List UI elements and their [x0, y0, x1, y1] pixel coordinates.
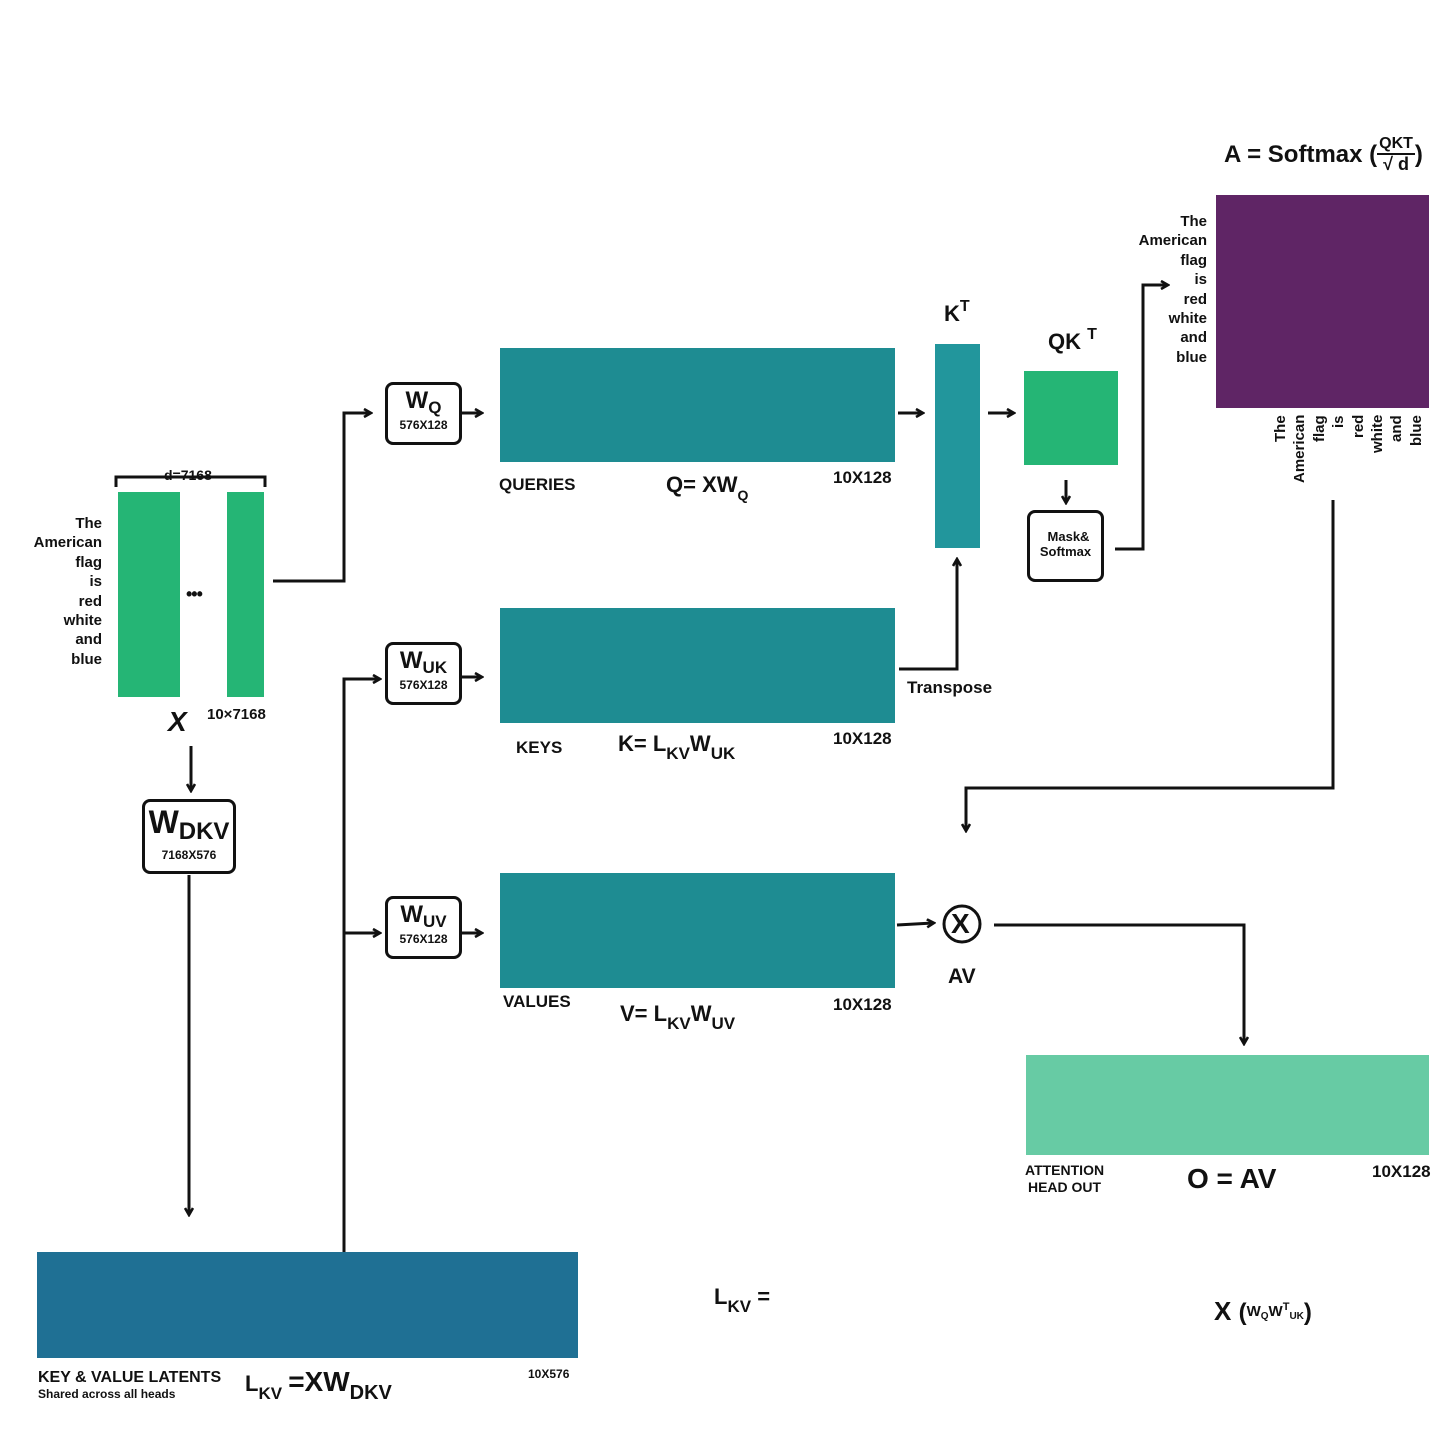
token-label: flag — [1180, 251, 1207, 269]
multiply-circle — [942, 904, 982, 944]
attention-formula: A = Softmax (QKT√ d) — [1224, 135, 1423, 174]
av-label: AV — [948, 965, 976, 988]
wuv-dims: 576X128 — [399, 932, 448, 946]
wq-sub: Q — [428, 398, 442, 417]
wq-main: W — [405, 387, 429, 414]
transpose-label: Transpose — [907, 678, 993, 697]
keys-label: KEYS — [516, 738, 563, 757]
queries-label: QUERIES — [499, 475, 576, 494]
d-label: d=7168 — [164, 467, 212, 483]
token-label: American — [1291, 415, 1309, 484]
qkt-label: QK T — [1048, 326, 1097, 354]
token-label: red — [1183, 290, 1207, 308]
wdkv-sub: DKV — [178, 818, 230, 845]
token-label: American — [1138, 232, 1207, 250]
token-label: white — [63, 612, 102, 630]
mask-softmax-box[interactable]: Mask& Softmax — [1027, 510, 1104, 582]
kt-label: KT — [944, 298, 970, 326]
wq-box[interactable]: WQ 576X128 — [385, 382, 462, 445]
wuv-sub: UV — [423, 912, 447, 931]
qkt-matrix — [1024, 371, 1118, 465]
x-wq-wuk-equation: X (WQWTUK) — [1214, 1296, 1312, 1326]
queries-formula: Q= XWQ — [666, 472, 749, 503]
token-label: The — [1272, 415, 1289, 442]
latents-formula: LKV =XWDKV — [245, 1366, 392, 1404]
x-dims: 10×7168 — [207, 706, 266, 723]
values-label: VALUES — [503, 992, 571, 1011]
mask-to-attention-arrow — [1115, 285, 1167, 551]
wuk-dims: 576X128 — [399, 678, 448, 692]
output-formula: O = AV — [1187, 1163, 1277, 1194]
keys-formula: K= LKVWUK — [618, 731, 736, 763]
wdkv-main: W — [148, 804, 179, 840]
token-label: red — [78, 592, 102, 610]
queries-dims: 10X128 — [833, 468, 892, 487]
token-label: American — [33, 534, 102, 552]
token-label: The — [75, 515, 102, 532]
wdkv-dims: 7168X576 — [161, 848, 217, 862]
wuk-box[interactable]: WUK 576X128 — [385, 642, 462, 705]
attention-matrix — [1216, 195, 1429, 408]
attention-to-av-arrow — [966, 500, 1335, 830]
output-label: ATTENTION HEAD OUT — [1025, 1162, 1105, 1195]
values-matrix — [500, 873, 895, 988]
token-label: is — [89, 573, 102, 591]
d-bracket — [114, 475, 267, 487]
token-label: red — [1349, 415, 1367, 439]
token-label: blue — [1176, 348, 1207, 366]
token-label: and — [75, 631, 102, 649]
latents-dims: 10X576 — [528, 1367, 570, 1381]
token-label: and — [1388, 415, 1406, 442]
token-label: is — [1194, 271, 1207, 289]
token-label: flag — [1310, 415, 1328, 442]
values-to-av-arrow — [896, 923, 933, 925]
token-label: The — [1180, 213, 1207, 230]
token-label: white — [1168, 310, 1207, 328]
av-to-output-arrow — [994, 923, 1244, 1043]
latents-label: KEY & VALUE LATENTS — [38, 1369, 222, 1386]
wuv-box[interactable]: WUV 576X128 — [385, 896, 462, 959]
wq-dims: 576X128 — [399, 418, 448, 432]
latents-sublabel: Shared across all heads — [38, 1387, 176, 1401]
ellipsis: ••• — [186, 584, 203, 604]
wuk-main: W — [399, 647, 423, 674]
x-token-labels: The American flag is red white and blue — [10, 514, 102, 669]
keys-transpose-arrow — [899, 560, 957, 671]
token-label: blue — [71, 650, 102, 668]
x-to-wq-arrow — [273, 413, 370, 583]
queries-matrix — [500, 348, 895, 462]
values-formula: V= LKVWUV — [620, 1001, 736, 1033]
x-name: X — [168, 706, 187, 737]
x-token-column-left — [118, 492, 180, 697]
attention-row-labels: The American flag is red white and blue — [1110, 212, 1207, 367]
x-token-column-right — [227, 492, 264, 697]
token-label: is — [1330, 415, 1348, 428]
token-label: and — [1180, 329, 1207, 347]
mask-label-line1: Mask& — [1047, 529, 1090, 544]
token-label: white — [1369, 415, 1386, 454]
multiply-symbol: X — [951, 908, 970, 939]
wdkv-box[interactable]: WDKV 7168X576 — [142, 799, 236, 874]
keys-dims: 10X128 — [833, 729, 892, 748]
wuv-main: W — [400, 901, 424, 928]
mask-label-line2: Softmax — [1039, 544, 1092, 559]
keys-matrix — [500, 608, 895, 723]
output-matrix — [1026, 1055, 1429, 1155]
kt-matrix — [935, 344, 980, 548]
token-label: flag — [75, 553, 102, 571]
token-label: blue — [1407, 415, 1425, 446]
output-dims: 10X128 — [1372, 1162, 1431, 1181]
lkv-equation: LKV = — [714, 1284, 771, 1316]
wuk-sub: UK — [422, 658, 448, 677]
latents-to-wuk-arrow — [342, 679, 379, 1252]
latents-matrix — [37, 1252, 578, 1358]
values-dims: 10X128 — [833, 995, 892, 1014]
